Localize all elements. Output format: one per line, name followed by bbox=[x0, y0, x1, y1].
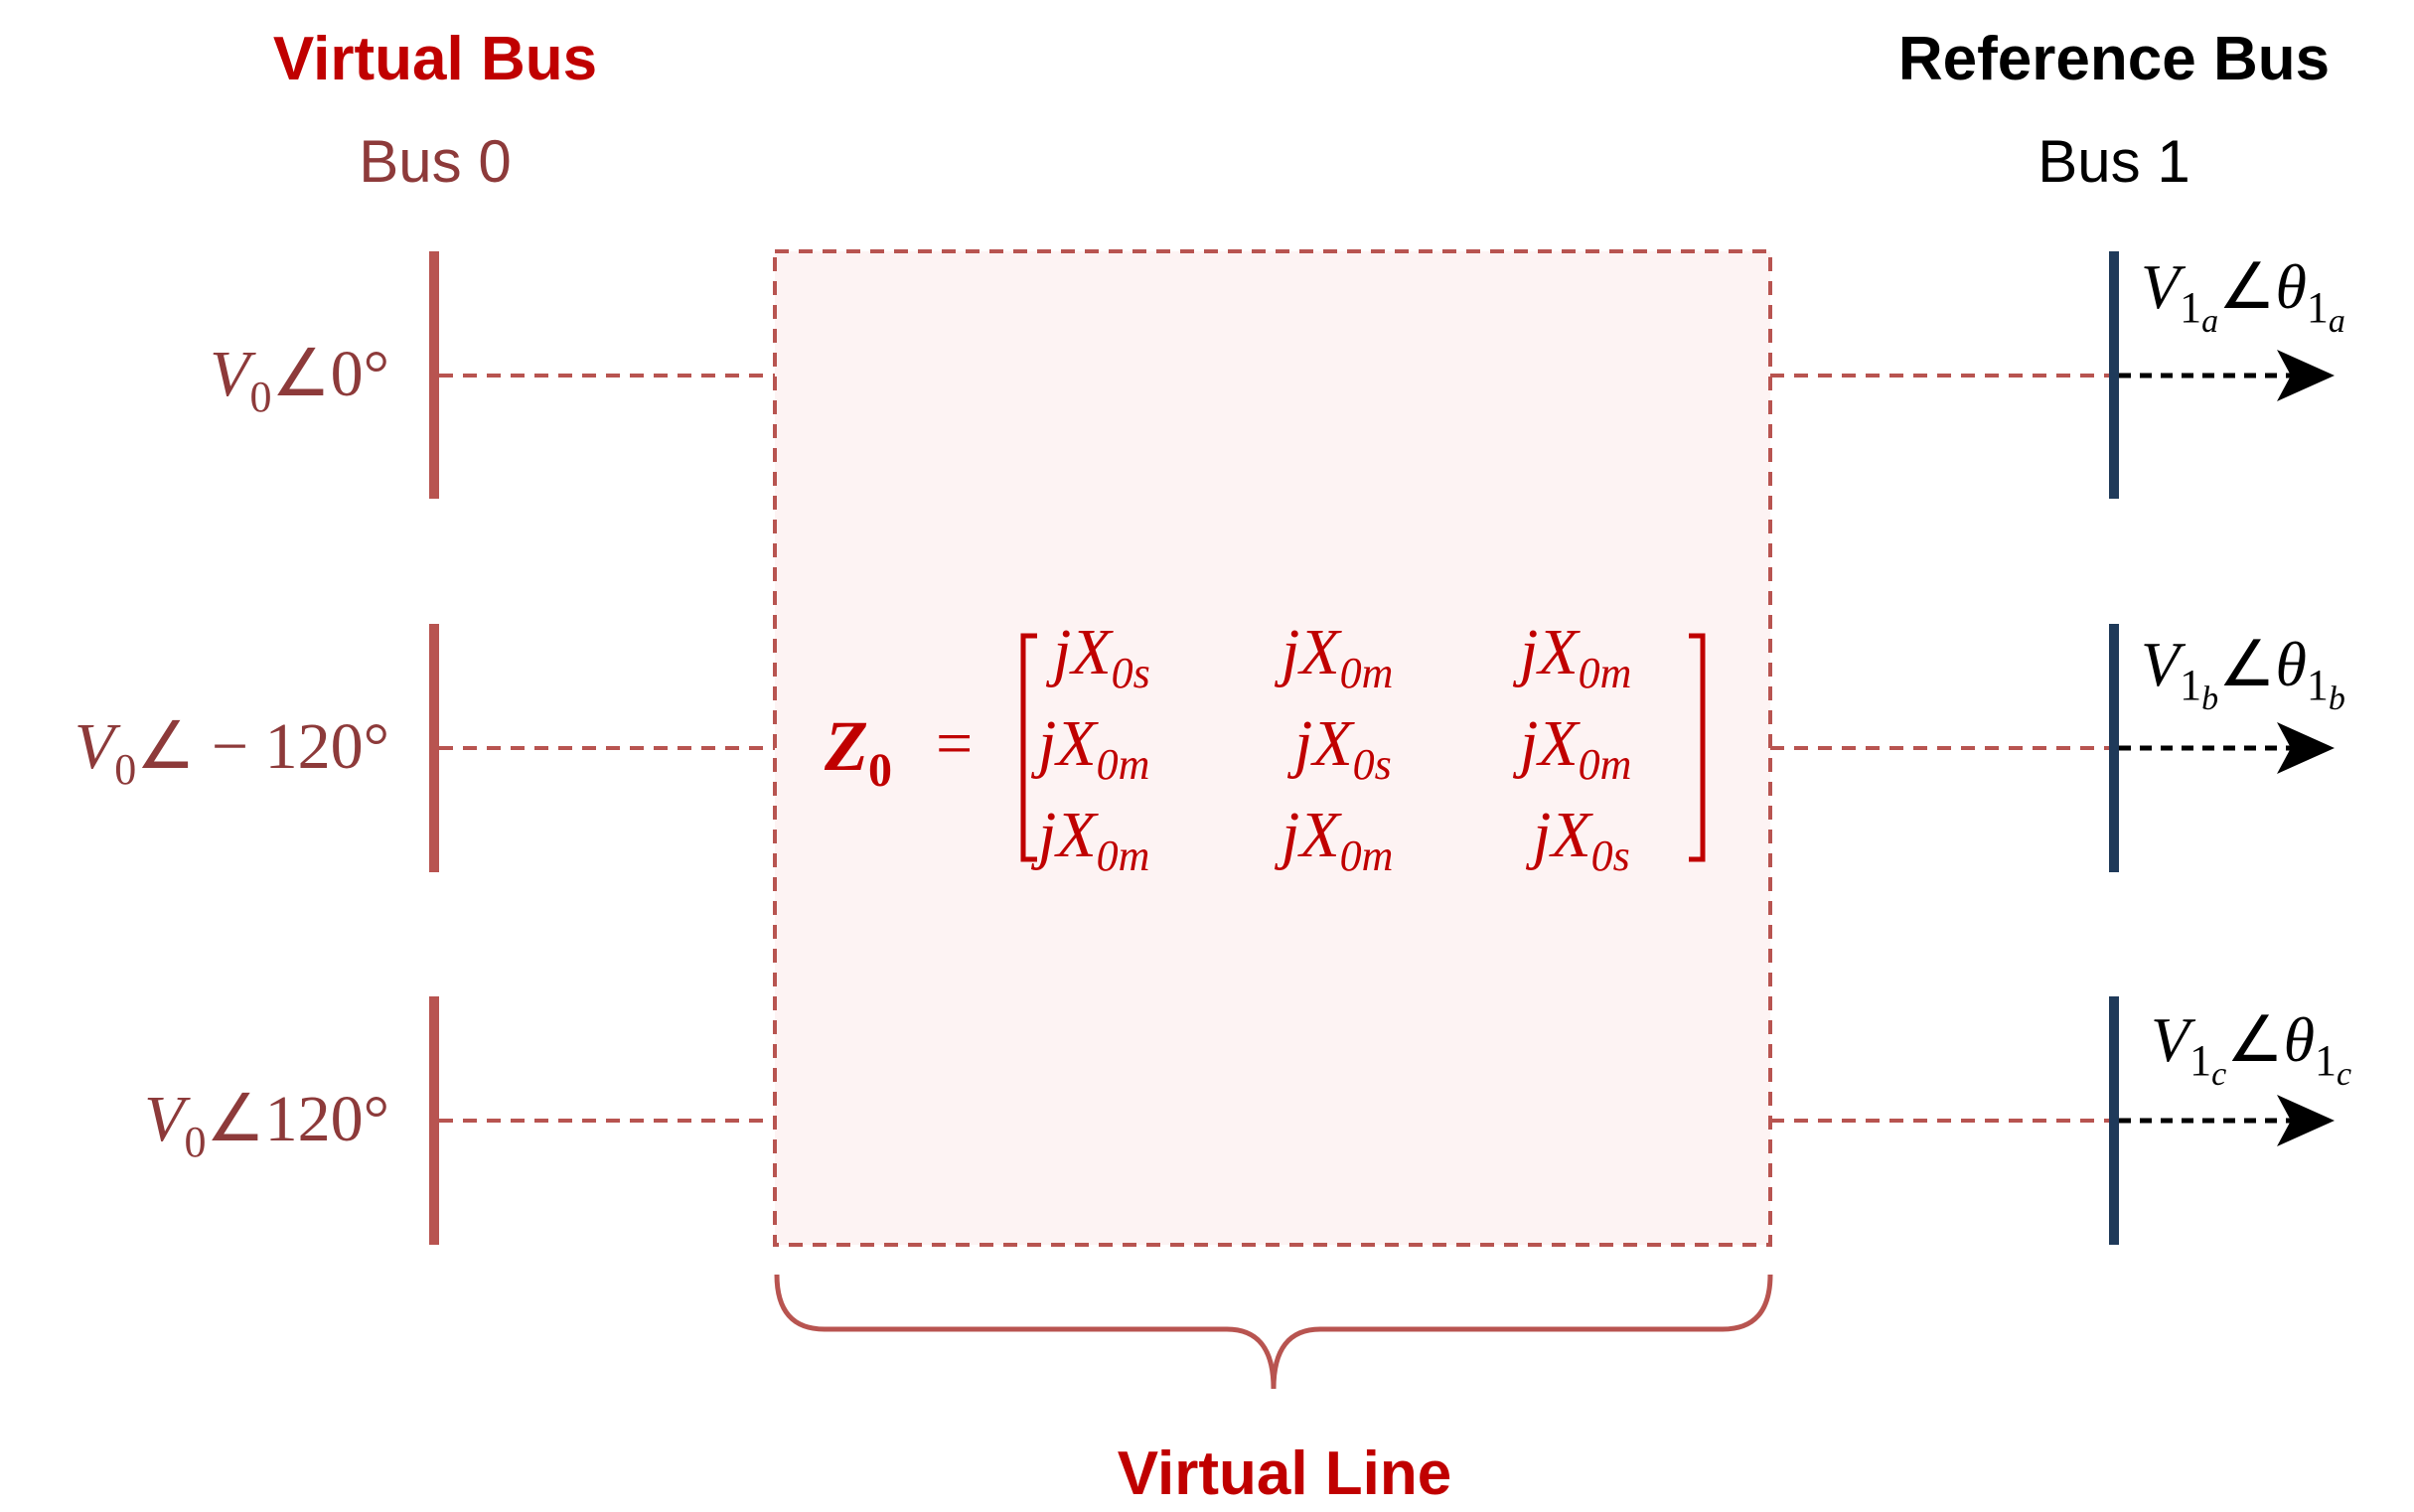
reference-voltage-c: V1c∠θ1c bbox=[2151, 1004, 2351, 1093]
reference-bus-title: Reference Bus bbox=[1898, 25, 2330, 93]
matrix-right-bracket bbox=[1689, 633, 1706, 862]
reference-voltage-a: V1a∠θ1a bbox=[2141, 251, 2345, 340]
matrix-cell-1-0: jX0m bbox=[1030, 707, 1149, 789]
virtual-line-label: Virtual Line bbox=[1118, 1439, 1452, 1508]
impedance-equals: = bbox=[936, 707, 973, 780]
virtual-line-brace bbox=[774, 1274, 1773, 1390]
reference-voltage-b: V1b∠θ1b bbox=[2141, 629, 2345, 717]
matrix-entries: jX0s jX0m jX0m jX0m jX0s jX0m jX0m jX0m … bbox=[1030, 616, 1631, 880]
virtual-voltage-c: V0∠120° bbox=[144, 1083, 389, 1166]
impedance-symbol: Z0 bbox=[824, 706, 892, 797]
virtual-bus-subtitle: Bus 0 bbox=[359, 128, 511, 195]
matrix-cell-0-2: jX0m bbox=[1512, 616, 1631, 697]
matrix-cell-2-0: jX0m bbox=[1030, 799, 1149, 880]
matrix-left-bracket bbox=[1020, 633, 1037, 862]
matrix-cell-1-1: jX0s bbox=[1286, 707, 1392, 789]
arrow-b bbox=[2119, 722, 2335, 774]
reference-bus-subtitle: Bus 1 bbox=[2037, 128, 2189, 195]
matrix-cell-2-1: jX0m bbox=[1274, 799, 1393, 880]
matrix-cell-0-1: jX0m bbox=[1274, 616, 1393, 697]
virtual-voltage-a: V0∠0° bbox=[210, 338, 389, 421]
virtual-bus-title: Virtual Bus bbox=[273, 25, 597, 93]
virtual-voltage-b: V0∠ − 120° bbox=[75, 710, 389, 794]
matrix-cell-0-0: jX0s bbox=[1045, 616, 1150, 697]
matrix-cell-2-2: jX0s bbox=[1525, 799, 1630, 880]
virtual-line-box bbox=[773, 249, 1772, 1247]
arrow-c bbox=[2119, 1095, 2335, 1146]
arrow-a bbox=[2119, 350, 2335, 401]
matrix-cell-1-2: jX0m bbox=[1512, 707, 1631, 789]
